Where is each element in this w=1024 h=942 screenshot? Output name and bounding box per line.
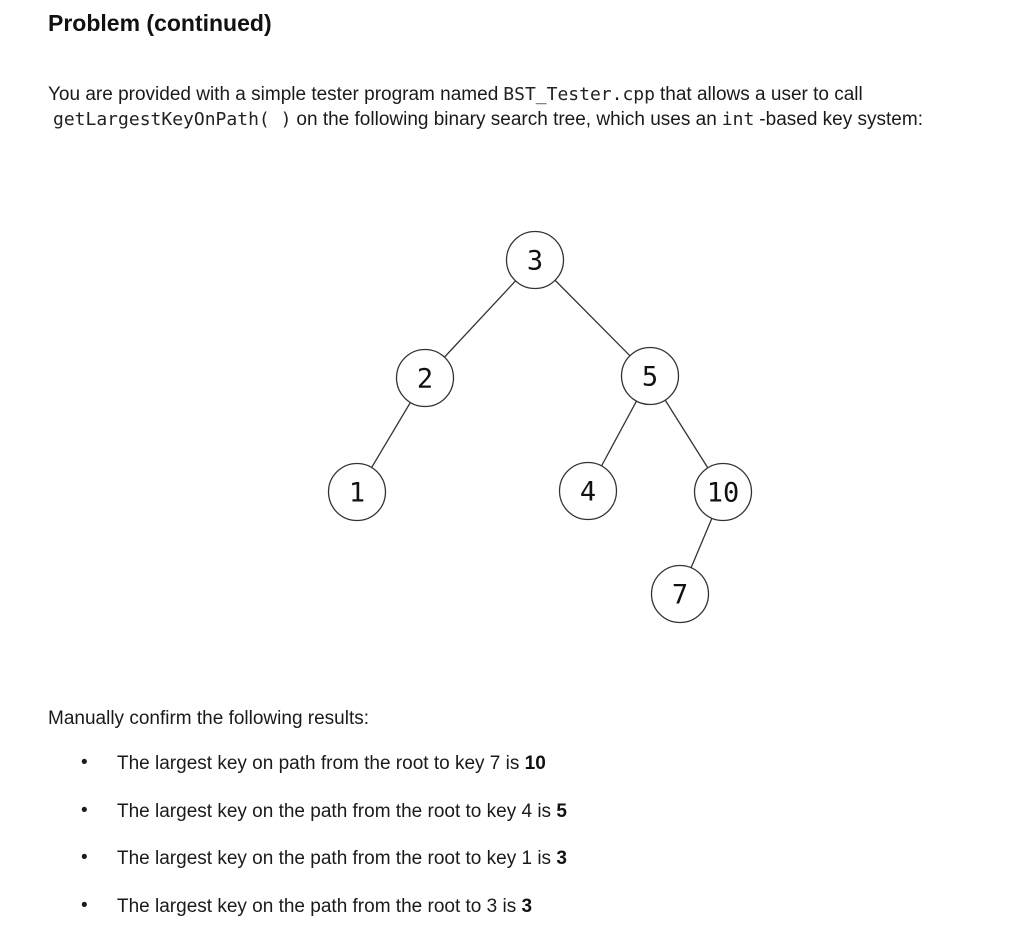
bullet-icon: • bbox=[81, 894, 88, 916]
tree-node-circle bbox=[620, 346, 680, 406]
tree-node-5: 5 bbox=[620, 346, 680, 406]
confirm-intro: Manually confirm the following results: bbox=[48, 708, 370, 729]
intro-paragraph: You are provided with a simple tester pr… bbox=[48, 82, 1013, 132]
text-run: -based key system: bbox=[759, 109, 923, 130]
tree-node-circle bbox=[395, 348, 455, 408]
tree-node-label: 5 bbox=[642, 361, 658, 392]
result-text: The largest key on the path from the roo… bbox=[117, 895, 522, 917]
tree-node-1: 1 bbox=[327, 462, 387, 522]
result-value: 10 bbox=[524, 753, 546, 774]
bullet-icon: • bbox=[81, 799, 88, 821]
inline-code: BST_Tester.cpp bbox=[503, 84, 655, 105]
tree-node-3: 3 bbox=[505, 230, 565, 290]
inline-code: int bbox=[721, 109, 755, 130]
bst-diagram: 3 2 5 1 4 10 7 bbox=[327, 230, 753, 624]
result-item-1: • The largest key on path from the root t… bbox=[48, 752, 978, 776]
tree-node-10: 10 bbox=[693, 462, 753, 522]
tree-node-7: 7 bbox=[650, 564, 710, 624]
bullet-icon: • bbox=[81, 847, 88, 868]
inline-code: getLargestKeyOnPath( ) bbox=[53, 109, 292, 130]
tree-node-label: 7 bbox=[672, 579, 688, 610]
text-run: that allows a user to call bbox=[659, 84, 863, 105]
result-value: 5 bbox=[556, 800, 567, 822]
tree-node-4: 4 bbox=[558, 461, 618, 521]
tree-node-circle bbox=[693, 462, 753, 522]
text-run: You are provided with a simple tester pr… bbox=[48, 84, 499, 105]
tree-node-label: 1 bbox=[349, 477, 365, 508]
tree-node-label: 4 bbox=[580, 476, 596, 507]
result-text: The largest key on path from the root to… bbox=[117, 753, 525, 774]
result-item-3: • The largest key on the path from the ro… bbox=[48, 847, 978, 871]
tree-node-circle bbox=[327, 462, 387, 522]
result-value: 3 bbox=[521, 895, 533, 917]
results-list: • The largest key on path from the root t… bbox=[48, 752, 978, 942]
tree-node-2: 2 bbox=[395, 348, 455, 408]
tree-node-label: 10 bbox=[707, 477, 740, 508]
text-run: on the following binary search tree, whi… bbox=[296, 109, 717, 130]
result-text: The largest key on the path from the roo… bbox=[117, 800, 557, 822]
result-value: 3 bbox=[556, 848, 567, 869]
bullet-icon: • bbox=[81, 752, 88, 773]
tree-node-circle bbox=[558, 461, 618, 521]
result-item-4: • The largest key on the path from the ro… bbox=[48, 895, 978, 919]
tree-node-circle bbox=[505, 230, 565, 290]
result-item-2: • The largest key on the path from the ro… bbox=[48, 800, 978, 824]
tree-node-circle bbox=[650, 564, 710, 624]
tree-node-label: 3 bbox=[527, 245, 543, 276]
page-title: Problem (continued) bbox=[48, 10, 272, 36]
tree-node-label: 2 bbox=[417, 363, 433, 394]
result-text: The largest key on the path from the roo… bbox=[117, 848, 557, 869]
